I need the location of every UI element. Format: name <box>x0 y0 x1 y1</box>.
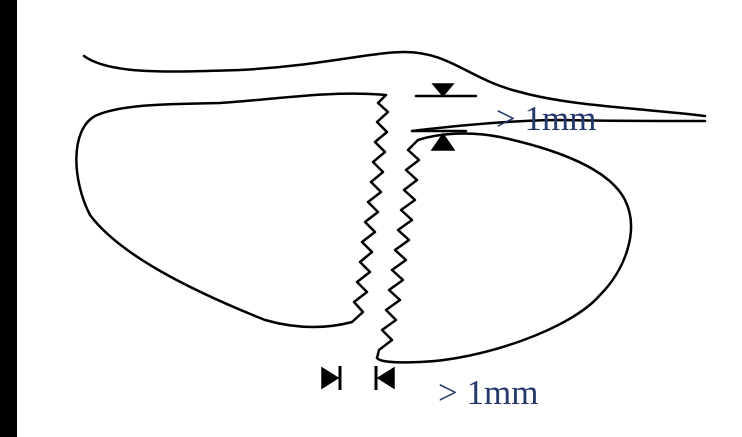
gap-reference-line <box>410 118 707 133</box>
arrow-right-icon <box>321 366 340 390</box>
left-fracture-edge <box>350 93 390 324</box>
right-fracture-edge <box>375 138 421 360</box>
top-gap-label: > 1mm <box>496 99 596 138</box>
bottom-gap-label: > 1mm <box>438 373 538 412</box>
right-fragment-outline <box>375 132 633 364</box>
upper-boundary-line <box>82 50 707 118</box>
arrow-left-icon <box>376 366 395 390</box>
drawing-canvas <box>17 0 742 437</box>
arrow-down-icon <box>431 83 455 98</box>
arrow-up-icon <box>430 132 456 151</box>
left-fragment-outline <box>75 92 388 329</box>
left-black-border <box>0 0 17 437</box>
